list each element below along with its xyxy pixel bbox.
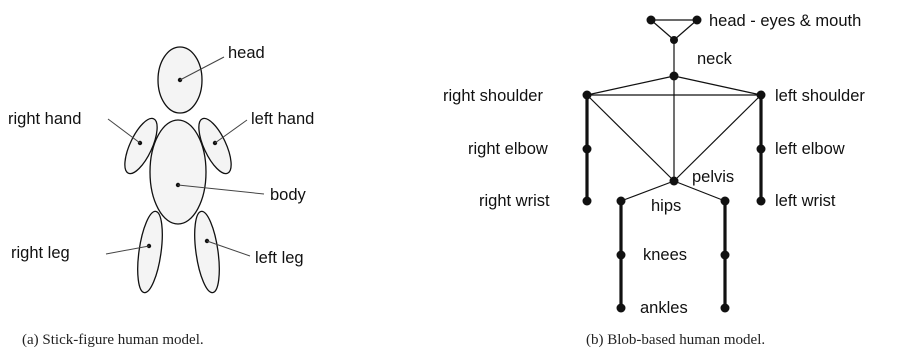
pelvis-left-hip-line: [673, 180, 726, 202]
body-leader: [177, 184, 265, 195]
left-hand-leader: [214, 119, 248, 144]
left-leg-leader: [206, 240, 251, 257]
label-head: head: [228, 44, 265, 62]
label-body: body: [270, 186, 307, 204]
label-left-elbow: left elbow: [775, 140, 845, 158]
right-shoulder-joint: [582, 90, 592, 100]
label-left-shoulder: left shoulder: [775, 87, 865, 105]
panel-a: head right hand left hand body right leg…: [8, 44, 314, 348]
left-shoulder-pelvis-line: [673, 94, 762, 182]
right-wrist-joint: [582, 196, 592, 206]
right-hand-leader: [107, 118, 141, 144]
head-leader: [179, 56, 225, 81]
mouth-left-line: [650, 19, 675, 41]
left-shoulder-joint: [756, 90, 766, 100]
label-hips: hips: [651, 197, 681, 215]
label-ankles: ankles: [640, 299, 688, 317]
left-ankle-joint: [720, 303, 730, 313]
left-hip-joint: [720, 196, 730, 206]
label-pelvis: pelvis: [692, 168, 734, 186]
label-right-elbow: right elbow: [468, 140, 548, 158]
neck-right-shoulder-line: [586, 75, 675, 96]
left-wrist-joint: [756, 196, 766, 206]
neck-joint: [669, 71, 679, 81]
left-knee-joint: [720, 250, 730, 260]
left-hand-blob: [198, 117, 232, 175]
caption-a: (a) Stick-figure human model.: [22, 332, 204, 348]
neck-left-shoulder-line: [673, 75, 762, 96]
caption-b: (b) Blob-based human model.: [586, 332, 765, 348]
right-hip-joint: [616, 196, 626, 206]
label-right-hand: right hand: [8, 110, 81, 128]
mouth-joint: [670, 36, 678, 44]
label-left-wrist: left wrist: [775, 192, 836, 210]
label-head-eyes-mouth: head - eyes & mouth: [709, 12, 861, 30]
label-right-wrist: right wrist: [479, 192, 550, 210]
label-neck: neck: [697, 50, 733, 68]
right-elbow-joint: [582, 144, 592, 154]
left-elbow-joint: [756, 144, 766, 154]
panel-b: head - eyes & mouth neck right shoulder …: [443, 12, 865, 348]
left-leg-blob: [194, 210, 220, 294]
right-leg-blob: [137, 210, 163, 294]
right-shoulder-pelvis-line: [586, 94, 675, 182]
label-left-hand: left hand: [251, 110, 314, 128]
left-eye-joint: [692, 15, 702, 25]
right-knee-joint: [616, 250, 626, 260]
label-left-leg: left leg: [255, 249, 304, 267]
right-eye-joint: [646, 15, 656, 25]
label-right-shoulder: right shoulder: [443, 87, 543, 105]
body-blob: [149, 119, 207, 225]
mouth-right-line: [673, 19, 698, 41]
label-knees: knees: [643, 246, 687, 264]
label-right-leg: right leg: [11, 244, 70, 262]
right-hand-blob: [124, 117, 158, 175]
pelvis-joint: [669, 176, 679, 186]
pelvis-right-hip-line: [620, 180, 675, 202]
right-ankle-joint: [616, 303, 626, 313]
right-leg-leader: [105, 245, 150, 255]
